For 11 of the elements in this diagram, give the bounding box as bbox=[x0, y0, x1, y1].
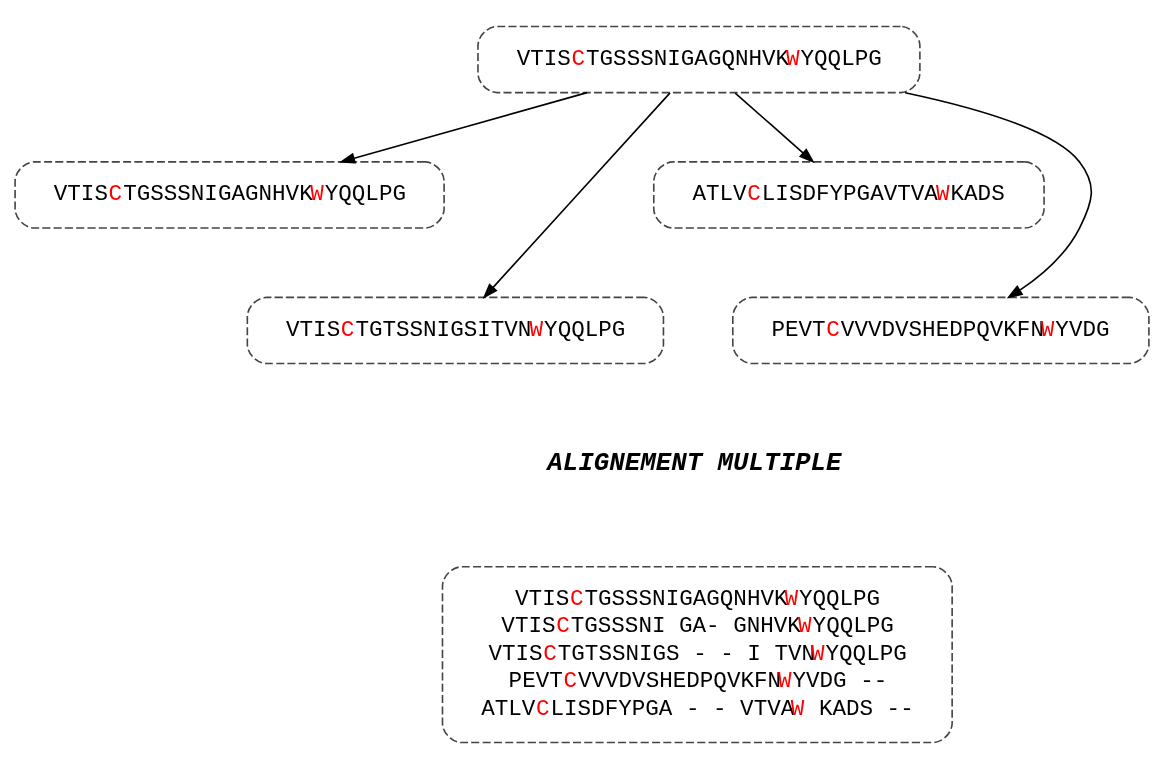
node-box: VTISCTGSSSNIGAGNHVKWYQQLPG bbox=[14, 160, 445, 229]
node-box: VTISCTGSSSNIGAGQNHVKWYQQLPG bbox=[477, 25, 921, 93]
node-box: ATLVCLISDFYPGAVTVAWKADS bbox=[652, 160, 1045, 229]
arrow bbox=[904, 91, 1093, 299]
arrow bbox=[482, 91, 671, 299]
arrow bbox=[734, 91, 815, 163]
node-box: VTISCTGSSSNIGAGQNHVKWYQQLPG VTISCTGSSSNI GA- GNHVKWYQQLPG VTISCTGTSSNIGS - - I TVNWYQQLPG PEVTCVVVDVSHEDPQVKFNWYVDG -- ATLVCLISDFYPGA - - VTVAW KADS -- bbox=[441, 565, 953, 743]
label: ALIGNEMENT MULTIPLE bbox=[547, 448, 842, 478]
arrow bbox=[339, 91, 588, 164]
node-box: PEVTCVVVDVSHEDPQVKFNWYVDG bbox=[732, 296, 1150, 364]
node-box: VTISCTGTSSNIGSITVNWYQQLPG bbox=[246, 296, 665, 364]
